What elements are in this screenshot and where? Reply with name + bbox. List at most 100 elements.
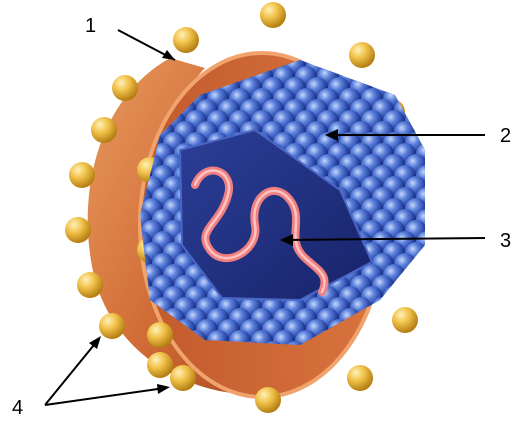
capsomere xyxy=(482,209,504,231)
capsomere xyxy=(471,154,493,176)
capsomere xyxy=(471,308,493,330)
capsomere xyxy=(493,176,515,198)
capsomere xyxy=(471,66,493,88)
capsomere xyxy=(317,44,339,66)
capsomere xyxy=(482,275,504,297)
capsomere xyxy=(493,264,515,286)
label-4: 4 xyxy=(12,397,23,419)
capsomere xyxy=(427,242,449,264)
capsomere xyxy=(515,286,525,308)
capsomere xyxy=(405,88,427,110)
capsomere xyxy=(504,253,525,275)
capsomere xyxy=(504,275,525,297)
capsomere xyxy=(394,275,416,297)
capsomere xyxy=(449,330,471,352)
capsomere xyxy=(515,242,525,264)
capsomere xyxy=(460,121,482,143)
capsomere xyxy=(504,187,525,209)
capsomere xyxy=(416,319,438,341)
label-1: 1 xyxy=(85,15,96,37)
capsomere xyxy=(119,44,141,66)
capsomere xyxy=(394,341,416,363)
capsomere xyxy=(515,220,525,242)
capsomere xyxy=(471,176,493,198)
capsomere xyxy=(460,99,482,121)
capsomere xyxy=(416,55,438,77)
label-3: 3 xyxy=(500,230,511,252)
capsomere xyxy=(438,253,460,275)
capsomere xyxy=(405,44,427,66)
capsomere xyxy=(449,308,471,330)
capsomere xyxy=(515,308,525,330)
capsomere xyxy=(449,88,471,110)
capsomere xyxy=(482,55,504,77)
capsomere xyxy=(515,176,525,198)
capsomere xyxy=(416,253,438,275)
capsomere xyxy=(460,319,482,341)
leader-line-4a xyxy=(45,340,98,405)
spike xyxy=(77,272,103,298)
capsomere xyxy=(427,88,449,110)
capsomere xyxy=(493,44,515,66)
capsomere xyxy=(471,44,493,66)
capsomere xyxy=(515,110,525,132)
capsomere xyxy=(416,341,438,363)
capsomere xyxy=(493,154,515,176)
capsomere xyxy=(460,77,482,99)
capsomere xyxy=(460,209,482,231)
capsomere xyxy=(471,330,493,352)
capsomere xyxy=(427,286,449,308)
capsomere xyxy=(405,330,427,352)
capsomere xyxy=(460,231,482,253)
capsomere xyxy=(438,319,460,341)
spike xyxy=(392,307,418,333)
capsomere xyxy=(460,253,482,275)
capsomere xyxy=(427,110,449,132)
capsomere xyxy=(471,88,493,110)
capsomere xyxy=(504,165,525,187)
capsomere xyxy=(427,330,449,352)
capsomere xyxy=(394,77,416,99)
capsomere xyxy=(493,330,515,352)
capsomere xyxy=(471,110,493,132)
capsomere xyxy=(449,154,471,176)
capsomere xyxy=(471,264,493,286)
capsomere xyxy=(427,154,449,176)
leader-line-4b xyxy=(45,388,165,405)
spike xyxy=(170,365,196,391)
capsomere xyxy=(394,55,416,77)
capsomere xyxy=(460,55,482,77)
spike xyxy=(99,313,125,339)
capsomere xyxy=(449,176,471,198)
capsomere xyxy=(482,319,504,341)
capsomere xyxy=(449,44,471,66)
capsomere xyxy=(515,198,525,220)
capsomere xyxy=(438,209,460,231)
capsomere xyxy=(471,286,493,308)
capsomere xyxy=(482,77,504,99)
spike xyxy=(65,217,91,243)
capsomere xyxy=(449,242,471,264)
capsomere xyxy=(504,297,525,319)
capsomere xyxy=(515,66,525,88)
capsomere xyxy=(361,330,383,352)
capsomere xyxy=(372,297,394,319)
capsomere xyxy=(482,165,504,187)
capsomere xyxy=(482,99,504,121)
capsomere xyxy=(449,286,471,308)
capsomere xyxy=(438,99,460,121)
capsomere xyxy=(493,66,515,88)
capsomere xyxy=(383,66,405,88)
capsomere xyxy=(427,176,449,198)
capsomere xyxy=(504,99,525,121)
spike xyxy=(255,387,281,413)
capsomere xyxy=(504,319,525,341)
capsomere xyxy=(372,55,394,77)
capsomere xyxy=(427,198,449,220)
spike xyxy=(347,365,373,391)
capsomere xyxy=(405,66,427,88)
spike xyxy=(91,117,117,143)
capsomere xyxy=(515,264,525,286)
capsomere xyxy=(427,44,449,66)
capsomere xyxy=(449,264,471,286)
